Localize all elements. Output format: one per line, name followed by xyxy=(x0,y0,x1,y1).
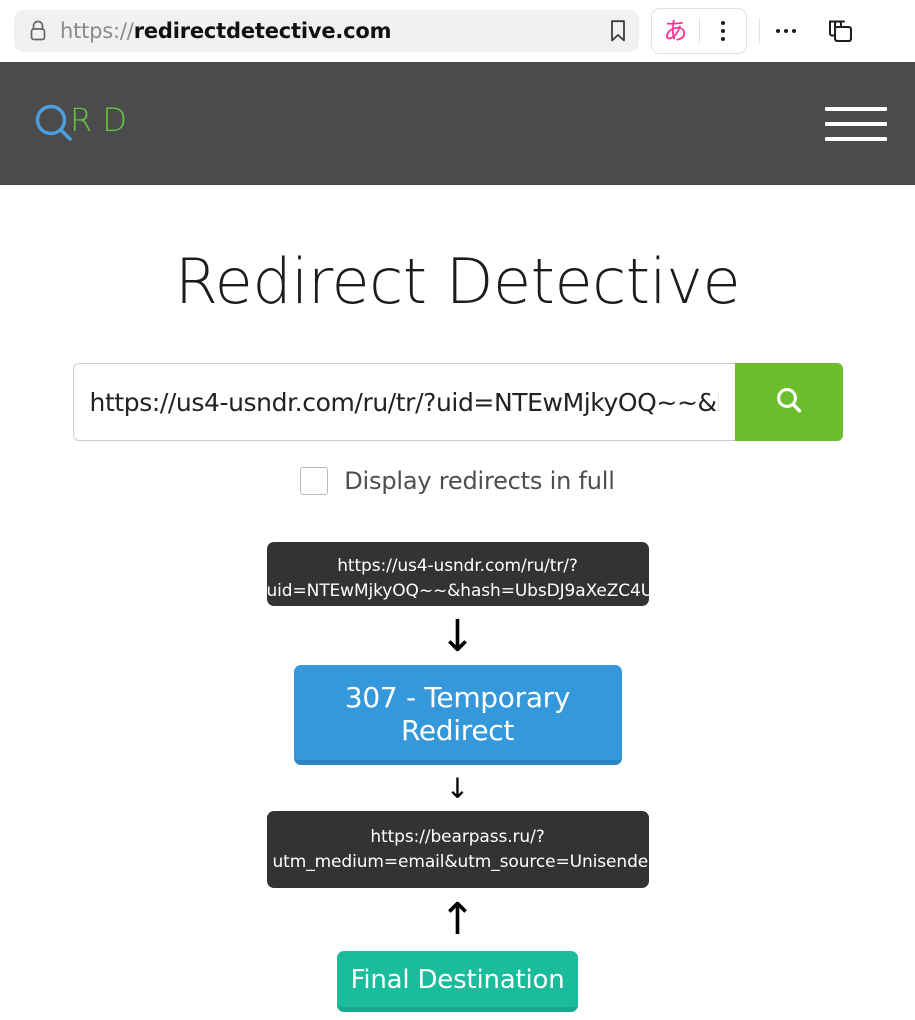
redirect-node-source-url: https://us4-usndr.com/ru/tr/? uid=NTEwMj… xyxy=(266,542,649,606)
ime-indicator-group[interactable]: あ xyxy=(651,8,747,54)
dot xyxy=(784,29,788,33)
browser-toolbar: https://redirectdetective.com あ xyxy=(0,0,915,62)
horizontal-ellipsis-icon[interactable] xyxy=(760,29,812,33)
display-full-redirects-row: Display redirects in full xyxy=(0,467,915,495)
arrow-down-icon: ↓ xyxy=(445,772,470,805)
address-bar-url: https://redirectdetective.com xyxy=(60,19,601,43)
bookmark-icon[interactable] xyxy=(607,18,629,44)
address-bar[interactable]: https://redirectdetective.com xyxy=(14,10,639,52)
hamburger-menu-icon[interactable] xyxy=(825,106,887,141)
url-scheme: https:// xyxy=(60,19,134,43)
url-search-input[interactable] xyxy=(72,363,735,441)
url-host: redirectdetective.com xyxy=(133,19,392,43)
search-icon xyxy=(772,384,806,421)
lock-icon xyxy=(28,19,48,43)
site-header: R D xyxy=(0,62,915,185)
final-destination-badge[interactable]: Final Destination xyxy=(337,951,578,1013)
dot xyxy=(720,21,725,25)
arrow-up-icon: ↑ xyxy=(439,894,476,946)
redirect-node-target-url: https://bearpass.ru/? utm_medium=email&u… xyxy=(266,811,649,889)
divider xyxy=(698,19,700,43)
search-submit-button[interactable] xyxy=(734,363,843,441)
ime-language-icon[interactable]: あ xyxy=(663,17,688,45)
display-redirects-label: Display redirects in full xyxy=(344,467,615,495)
qrd-logo[interactable]: R D xyxy=(30,100,128,148)
menu-line xyxy=(825,121,887,126)
url-search-form xyxy=(72,363,843,441)
dot xyxy=(720,29,725,33)
arrow-down-icon: ↓ xyxy=(439,611,476,662)
vertical-ellipsis-icon[interactable] xyxy=(700,21,746,41)
page-content: Redirect Detective Display redirects in … xyxy=(0,245,915,1013)
page-title: Redirect Detective xyxy=(174,245,741,318)
dot xyxy=(776,29,780,33)
redirect-chain: https://us4-usndr.com/ru/tr/? uid=NTEwMj… xyxy=(0,542,915,1013)
display-redirects-checkbox[interactable] xyxy=(300,467,329,495)
menu-line xyxy=(825,106,887,111)
redirect-status-badge[interactable]: 307 - Temporary Redirect xyxy=(293,665,622,765)
dot xyxy=(720,37,725,41)
tab-stack-icon[interactable] xyxy=(822,15,856,47)
svg-text:R D: R D xyxy=(70,101,127,139)
divider xyxy=(759,18,760,44)
menu-line xyxy=(825,136,887,141)
dot xyxy=(792,29,796,33)
